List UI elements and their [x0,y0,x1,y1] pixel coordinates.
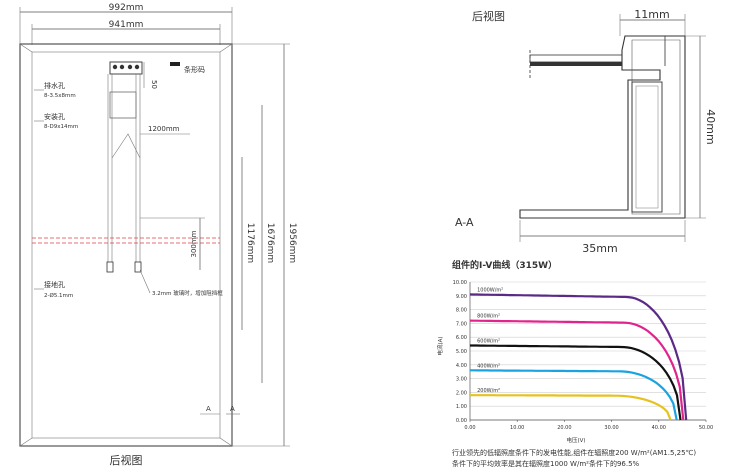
ground-hole-spec: 2-Ø5.1mm [44,292,73,299]
chart-series [469,293,688,421]
chart-ytick-label: 6.00 [456,335,467,341]
chart-note-line1: 行业领先的低辐照度条件下的发电性能,组件在辐照度200 W/m²(AM1.5,2… [452,448,696,457]
chart-xtick-label: 30.00 [604,425,618,431]
frame-profile [519,35,686,219]
panel-inner-frame [31,51,221,439]
bottom-dim-label: 35mm [582,242,617,255]
chart-ytick-label: 0.00 [456,418,467,424]
section-mark-a2: A [230,405,235,413]
chart-xlabel: 电压(V) [566,436,585,444]
barcode-label: 条形码 [184,65,205,74]
chart-series-line [469,319,685,421]
chart-ytick-label: 2.00 [456,390,467,396]
note-leader [139,269,151,294]
chart-ytick-label: 10.00 [453,280,467,286]
width-inner-label: 941mm [109,20,144,30]
chart-series-line [470,369,678,421]
chart-ticks: 0.00 1.00 2.00 3.00 4.00 5.00 6.00 7.00 8.00 9.00… [453,280,713,431]
chart-ytick-label: 7.00 [456,321,467,327]
chart-ytick-label: 9.00 [456,294,467,300]
chart-legend-label: 1000W/m² [477,287,503,293]
connector-dot-1 [112,64,118,70]
corner-tr [219,43,233,53]
corner-br [219,437,233,447]
section-view-title: 后视图 [472,9,505,23]
chart-ytick-label: 1.00 [456,404,467,410]
height-total-label: 1956mm [287,223,297,263]
junction-box [109,61,143,75]
connector-plug-right [134,261,142,273]
chart-series-line [470,394,672,421]
frame-hollow-inner [635,85,659,209]
ground-hole-label: 接地孔 [44,280,65,289]
laminate-layer [530,62,665,66]
height-inner-label: 1176mm [245,223,255,263]
chart-xtick-label: 10.00 [510,425,524,431]
cable-span-label: 300mm [190,230,198,257]
section-label: A-A [455,216,474,229]
iv-chart: 组件的I-V曲线（315W） 0.00 1.00 2.00 3.00 4.00 5.00 6… [436,259,713,468]
connector-dot-2 [119,64,125,70]
chart-xtick-label: 50.00 [699,425,713,431]
chart-title: 组件的I-V曲线（315W） [452,259,557,271]
cable-note: 3.2mm 玻璃时，增加阻挡框 [152,289,223,297]
chart-series-line [469,293,688,421]
chart-ytick-label: 4.00 [456,363,467,369]
height-dim-label: 40mm [704,109,717,144]
chart-ytick-label: 8.00 [456,308,467,314]
section-mark-a1: A [206,405,211,413]
chart-xtick-label: 40.00 [652,425,666,431]
back-view: 992mm 941mm 50 条形码 120 [19,3,297,467]
drain-hole-label: 排水孔 [44,81,65,90]
chart-series-line [470,344,682,421]
width-outer-label: 992mm [109,3,144,13]
frame-hollow-chamber [631,81,663,213]
chart-ytick-label: 3.00 [456,377,467,383]
nameplate-box [109,91,137,119]
mount-hole-spec: 8-D9x14mm [44,124,78,130]
section-view: 后视图 A-A 11mm 40mm 35mm [455,8,717,255]
chart-ylabel: 电流(A) [436,336,444,355]
drain-hole-spec: 8-3.5x8mm [44,93,76,99]
chart-xtick-label: 20.00 [557,425,571,431]
top-dim-label: 11mm [634,8,669,21]
chart-legend: 1000W/m² 800W/m² 600W/m² 400W/m² 200W/m² [477,287,503,394]
connector-dot-4 [134,64,140,70]
chart-legend-label: 600W/m² [477,338,500,344]
panel-outer-frame [19,43,233,447]
chart-legend-label: 200W/m² [477,388,500,394]
connector-dot-3 [127,64,133,70]
chart-grid [469,281,707,422]
chart-xtick-label: 0.00 [464,425,475,431]
corner-tl [19,43,33,53]
chart-note-line2: 条件下的平均效率是其在辐照度1000 W/m²条件下的96.5% [452,459,640,468]
box-dim-label: 50 [150,80,158,89]
mount-hole-label: 安装孔 [44,112,65,121]
connector-plug-left [106,261,114,273]
back-view-title: 后视图 [110,453,143,467]
cable-v-mark [111,133,141,159]
chart-legend-label: 400W/m² [477,363,500,369]
cable-len-label: 1200mm [148,125,180,133]
chart-ytick-label: 5.00 [456,349,467,355]
chart-legend-label: 800W/m² [477,314,500,320]
barcode-mark [170,62,180,66]
corner-bl [19,437,33,447]
height-mid-label: 1676mm [265,223,275,263]
